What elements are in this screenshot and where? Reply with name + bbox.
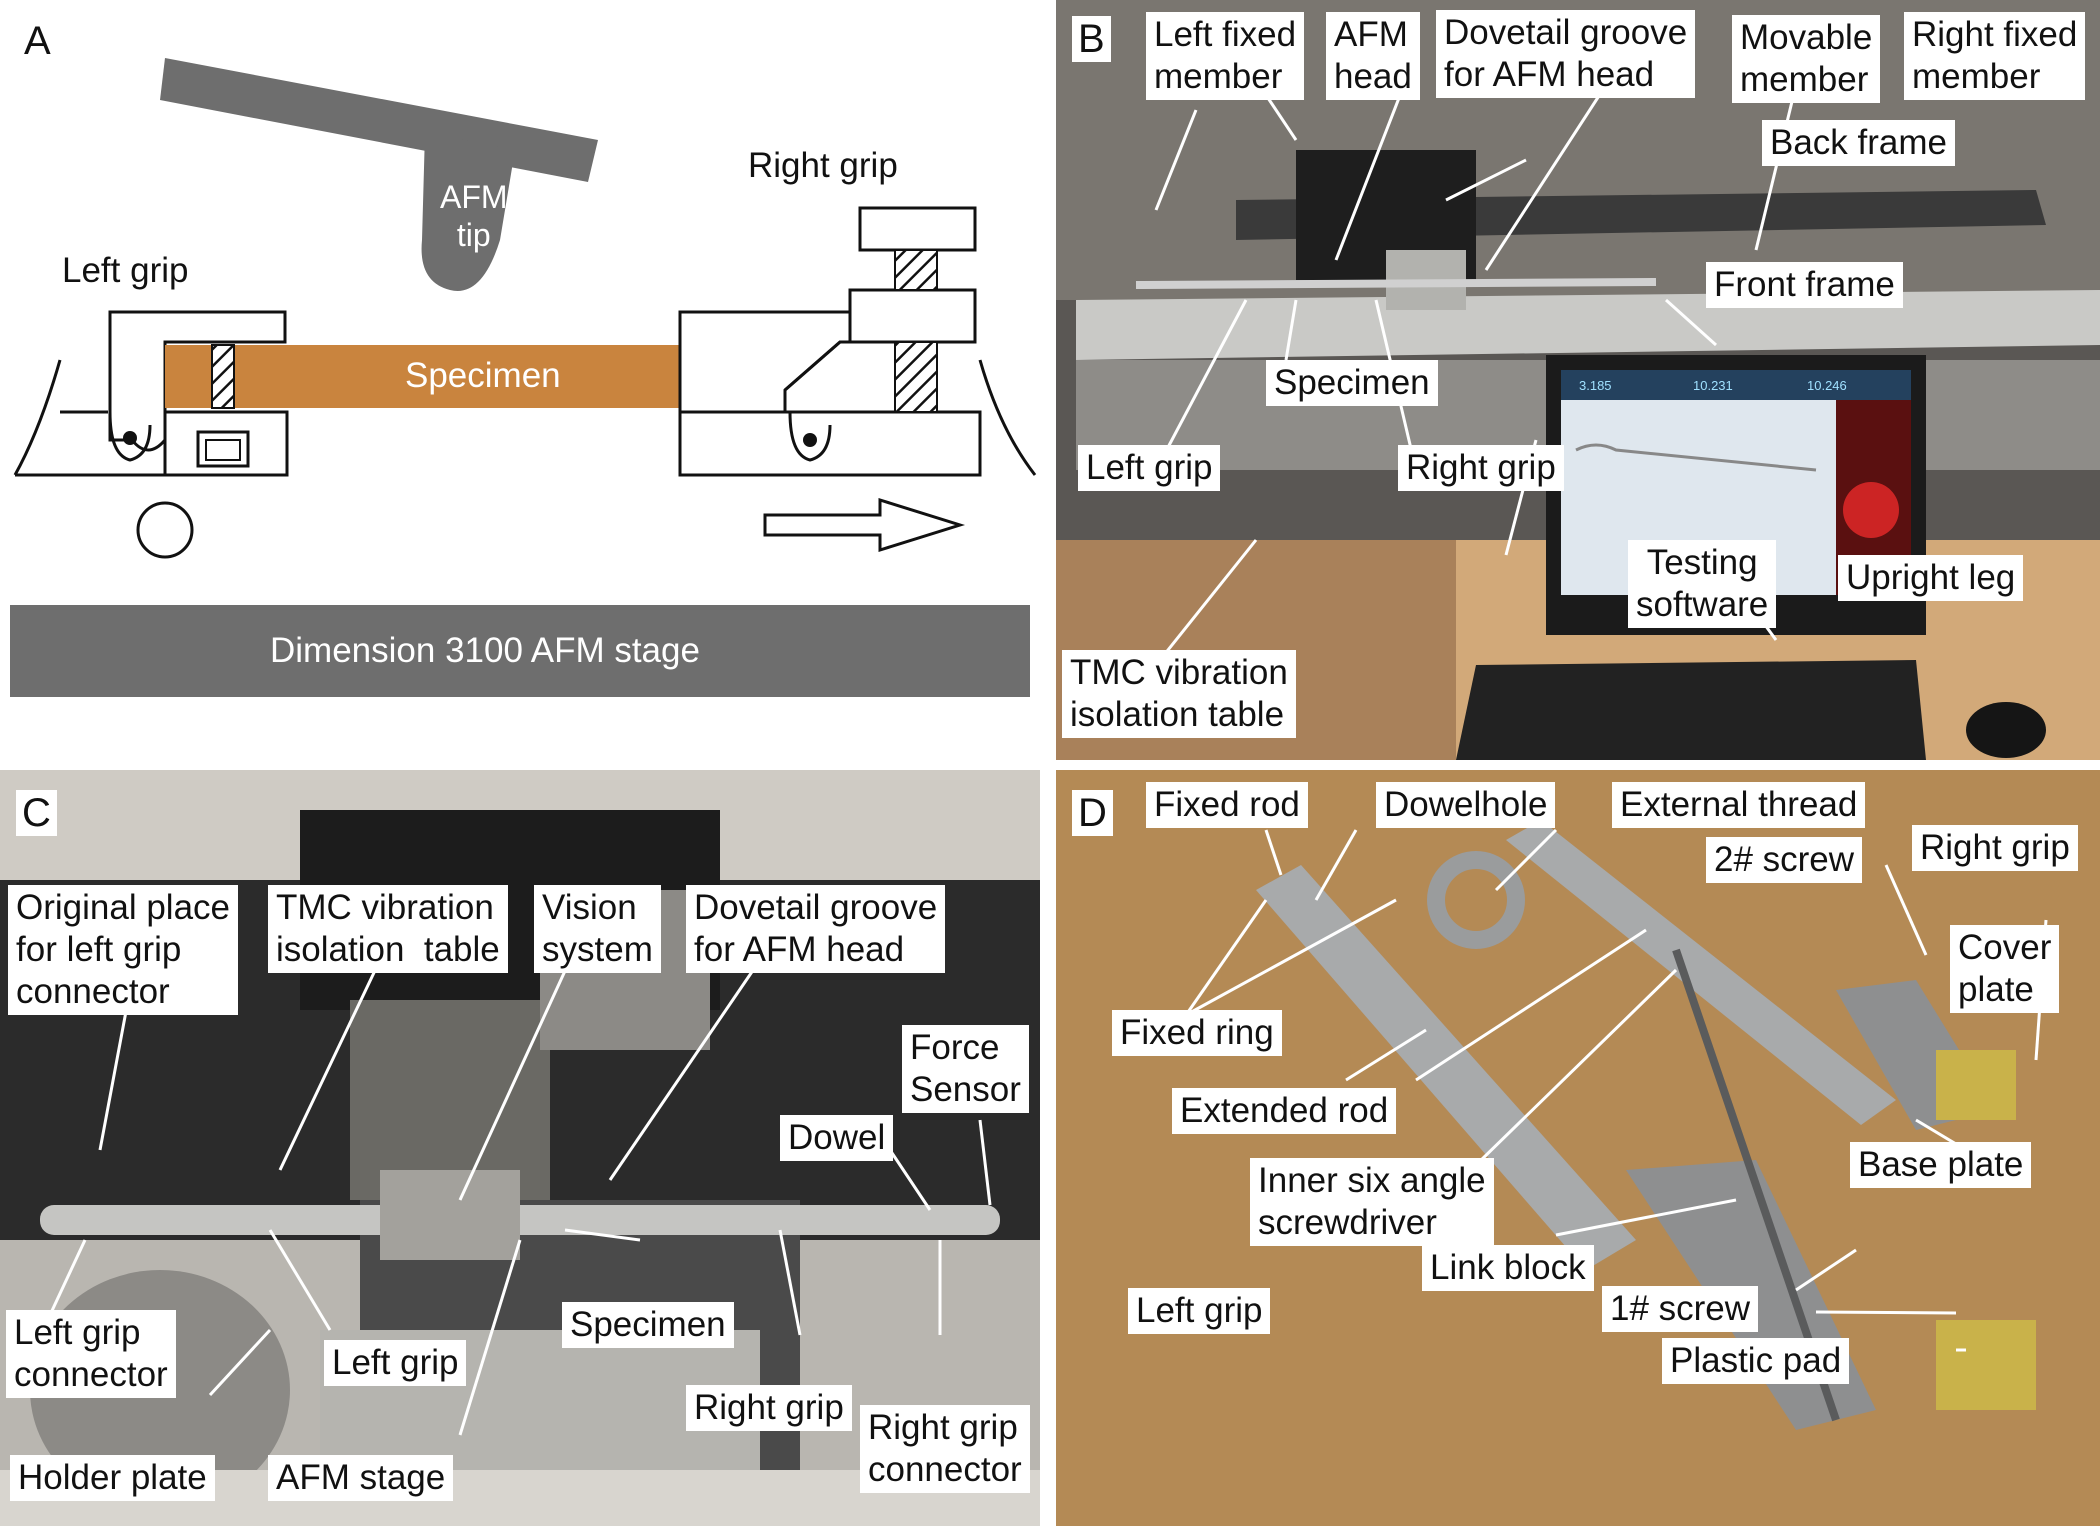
base-outline-left (13, 359, 62, 476)
label-movable-member: Movable member (1732, 15, 1881, 103)
specimen-label: Specimen (405, 356, 561, 395)
afm-tip-label: AFM tip (440, 179, 508, 254)
label-hex-screwdriver: Inner six angle screwdriver (1250, 1158, 1494, 1246)
label-afm-stage: AFM stage (268, 1455, 454, 1501)
label-extended-rod: Extended rod (1172, 1088, 1397, 1134)
label-base-plate: Base plate (1850, 1142, 2032, 1188)
panel-b-screen-readouts: 3.185 10.231 10.246 (1561, 372, 1911, 400)
label-1-screw: 1# screw (1602, 1286, 1759, 1332)
label-specimen: Specimen (562, 1302, 734, 1348)
afm-cantilever (160, 58, 598, 182)
label-tmc-table: TMC vibration isolation table (1062, 650, 1296, 738)
label-force-sensor: Force Sensor (902, 1025, 1029, 1113)
panel-a-schematic (10, 58, 1037, 697)
afm-stage-bar (10, 605, 1030, 697)
label-right-grip-connector: Right grip connector (860, 1405, 1030, 1493)
label-right-grip: Right grip (686, 1385, 852, 1431)
label-left-fixed-member: Left fixed member (1146, 12, 1305, 100)
label-left-grip-connector: Left grip connector (6, 1310, 176, 1398)
label-right-grip: Right grip (1398, 445, 1564, 491)
label-afm-head: AFM head (1326, 12, 1420, 100)
panel-d: D Fixed rod Dowelhole External thread Ri… (1056, 770, 2100, 1526)
label-cover-plate: Cover plate (1950, 925, 2060, 1013)
motion-arrow (763, 497, 966, 553)
screen-value: 3.185 (1579, 378, 1612, 393)
label-2-screw: 2# screw (1706, 837, 1863, 883)
label-fixed-ring: Fixed ring (1112, 1010, 1282, 1056)
panel-a: A AFM tip Left grip Right grip Specimen … (0, 0, 1040, 765)
label-left-grip: Left grip (1128, 1288, 1271, 1334)
label-dowelhole: Dowelhole (1376, 782, 1556, 828)
stage-label: Dimension 3100 AFM stage (270, 631, 700, 670)
label-front-frame: Front frame (1706, 262, 1903, 308)
screen-value: 10.231 (1693, 378, 1733, 393)
label-external-thread: External thread (1612, 782, 1866, 828)
panel-a-letter: A (18, 18, 57, 64)
panel-b: 3.185 10.231 10.246 B Left fixed member … (1056, 0, 2100, 760)
panel-d-letter: D (1072, 790, 1113, 836)
left-grip-label: Left grip (62, 251, 189, 290)
right-grip-label: Right grip (748, 146, 898, 185)
label-plastic-pad: Plastic pad (1662, 1338, 1850, 1384)
label-dovetail-groove: Dovetail groove for AFM head (686, 885, 946, 973)
label-back-frame: Back frame (1762, 120, 1955, 166)
label-left-grip: Left grip (1078, 445, 1221, 491)
label-right-fixed-member: Right fixed member (1904, 12, 2086, 100)
base-outline-right (978, 359, 1037, 476)
label-holder-plate: Holder plate (10, 1455, 215, 1501)
screen-value: 10.246 (1807, 378, 1847, 393)
label-specimen: Specimen (1266, 360, 1438, 406)
panel-c: C Original place for left grip connector… (0, 770, 1040, 1526)
label-vision-system: Vision system (534, 885, 661, 973)
panel-b-letter: B (1072, 16, 1111, 62)
label-testing-software: Testing software (1628, 540, 1777, 628)
label-left-grip: Left grip (324, 1340, 467, 1386)
panel-c-letter: C (16, 790, 57, 836)
label-dowel: Dowel (780, 1115, 894, 1161)
label-link-block: Link block (1422, 1245, 1594, 1291)
label-original-place: Original place for left grip connector (8, 885, 238, 1015)
label-fixed-rod: Fixed rod (1146, 782, 1308, 828)
label-upright-leg: Upright leg (1838, 555, 2024, 601)
label-tmc-table: TMC vibration isolation table (268, 885, 508, 973)
afm-tip-shape (421, 132, 515, 291)
label-right-grip: Right grip (1912, 825, 2078, 871)
label-dovetail-groove: Dovetail groove for AFM head (1436, 10, 1696, 98)
